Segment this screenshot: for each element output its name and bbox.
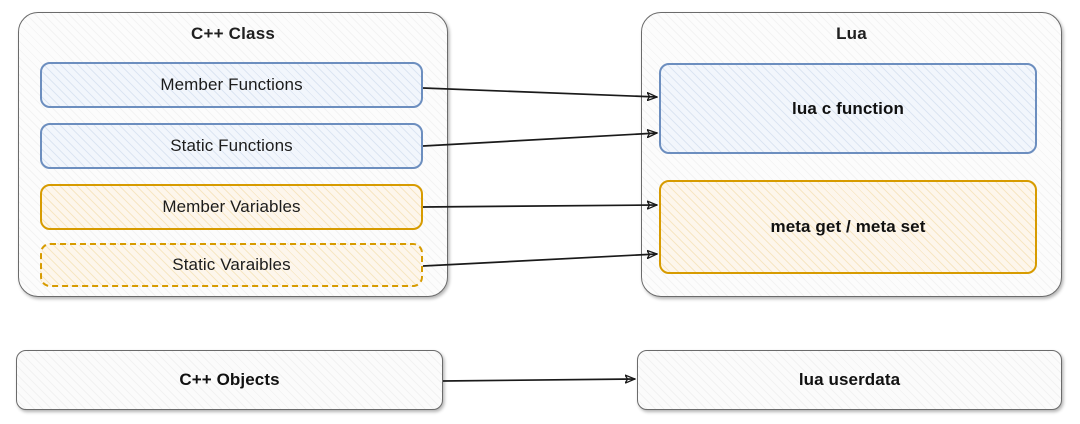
arrow-static-variables-to-meta-get-set	[422, 254, 657, 267]
item-cpp-objects-label: C++ Objects	[179, 370, 280, 389]
arrow-member-functions-to-lua-c-function	[422, 87, 657, 97]
group-title-lua: Lua	[836, 24, 867, 43]
arrow-member-variables-to-meta-get-set	[422, 205, 657, 207]
arrow-cpp-objects-to-lua-userdata	[442, 379, 635, 381]
item-static-functions-label: Static Functions	[170, 136, 293, 155]
item-cpp-objects[interactable]: C++ Objects	[16, 350, 443, 410]
item-lua-userdata-label: lua userdata	[798, 370, 901, 389]
group-title-cpp-class: C++ Class	[190, 24, 276, 43]
item-member-functions[interactable]: Member Functions	[40, 62, 423, 108]
arrow-static-functions-to-lua-c-function	[422, 133, 657, 147]
item-meta-get-set[interactable]: meta get / meta set	[659, 180, 1037, 274]
item-static-functions[interactable]: Static Functions	[40, 123, 423, 169]
item-static-variables[interactable]: Static Varaibles	[40, 243, 423, 287]
item-static-variables-label: Static Varaibles	[172, 255, 291, 274]
item-member-variables[interactable]: Member Variables	[40, 184, 423, 230]
item-member-functions-label: Member Functions	[160, 75, 303, 94]
item-lua-c-function-label: lua c function	[792, 98, 904, 118]
item-lua-userdata[interactable]: lua userdata	[637, 350, 1062, 410]
item-meta-get-set-label: meta get / meta set	[770, 217, 926, 236]
item-lua-c-function[interactable]: lua c function	[659, 63, 1037, 154]
item-member-variables-label: Member Variables	[162, 197, 301, 216]
